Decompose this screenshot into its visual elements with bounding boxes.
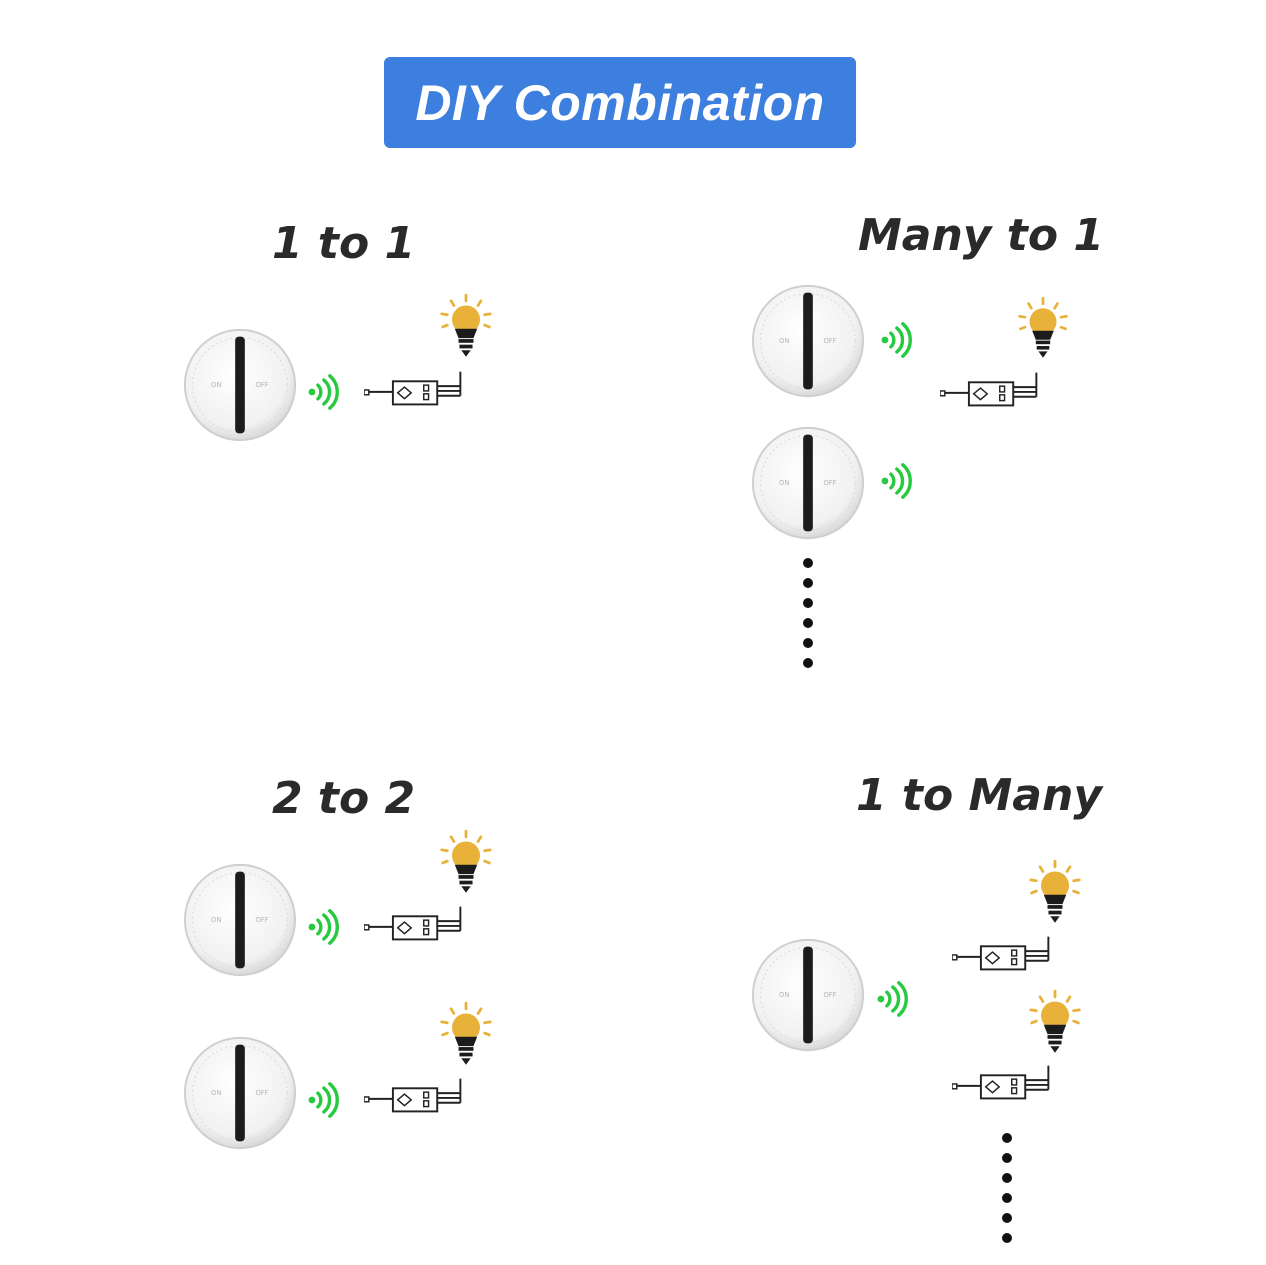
light-bulb-icon	[1016, 296, 1070, 360]
section-title-1-to-many: 1 to Many	[856, 770, 1102, 821]
relay-receiver-icon	[364, 891, 470, 957]
wireless-signal-icon	[306, 373, 340, 411]
wireless-signal-icon	[879, 462, 913, 500]
light-bulb-icon	[438, 829, 494, 895]
relay-receiver-icon	[364, 356, 470, 422]
relay-receiver-icon	[940, 358, 1046, 422]
round-wireless-switch-icon	[750, 283, 866, 399]
section-title-1-to-1: 1 to 1	[272, 218, 416, 269]
round-wireless-switch-icon	[182, 327, 298, 443]
light-bulb-icon	[1027, 989, 1083, 1055]
wireless-signal-icon	[875, 980, 909, 1018]
wireless-signal-icon	[306, 908, 340, 946]
relay-receiver-icon	[952, 921, 1058, 987]
round-wireless-switch-icon	[750, 425, 866, 541]
banner-title: DIY Combination	[415, 74, 825, 131]
light-bulb-icon	[438, 293, 494, 359]
relay-receiver-icon	[952, 1050, 1058, 1116]
relay-receiver-icon	[364, 1063, 470, 1129]
section-title-2-to-2: 2 to 2	[272, 773, 416, 824]
round-wireless-switch-icon	[750, 937, 866, 1053]
vertical-ellipsis-icon	[802, 556, 814, 668]
wireless-signal-icon	[306, 1081, 340, 1119]
section-title-many-to-1: Many to 1	[858, 210, 1104, 261]
light-bulb-icon	[1027, 859, 1083, 925]
light-bulb-icon	[438, 1001, 494, 1067]
round-wireless-switch-icon	[182, 862, 298, 978]
wireless-signal-icon	[879, 321, 913, 359]
round-wireless-switch-icon	[182, 1035, 298, 1151]
vertical-ellipsis-icon	[1001, 1131, 1013, 1243]
diy-combination-banner: DIY Combination	[384, 57, 856, 148]
